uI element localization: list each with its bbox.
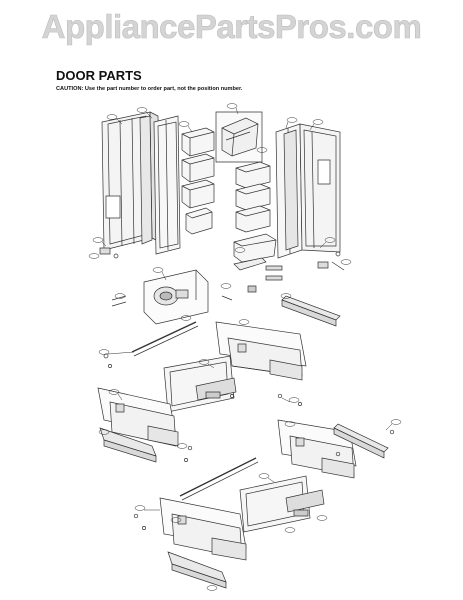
bottom-rail — [168, 552, 226, 588]
center-callout-box — [216, 112, 262, 162]
upper-drawer-front — [164, 356, 236, 412]
left-door — [102, 112, 180, 254]
door-hinge-hardware — [100, 248, 344, 292]
upper-drawer-box — [216, 322, 306, 380]
bottom-drawer-box — [160, 498, 246, 560]
left-lower-rail — [100, 428, 156, 462]
motor-assembly-box — [144, 270, 208, 324]
page-title: DOOR PARTS — [56, 68, 142, 83]
callout-labels — [89, 104, 401, 591]
center-door-bins — [234, 162, 276, 270]
far-right-rail — [334, 424, 394, 458]
left-small-parts — [104, 296, 232, 368]
right-door — [276, 124, 340, 258]
misc-screws — [134, 394, 340, 529]
watermark-logo: AppliancePartsPros.com — [41, 8, 422, 46]
right-rail — [282, 296, 340, 326]
lower-drawer-front — [240, 476, 324, 532]
left-door-bins — [182, 128, 214, 234]
drawer-rods — [132, 322, 258, 500]
caution-note: CAUTION: Use the part number to order pa… — [56, 86, 243, 92]
left-drawer-box — [98, 388, 178, 446]
